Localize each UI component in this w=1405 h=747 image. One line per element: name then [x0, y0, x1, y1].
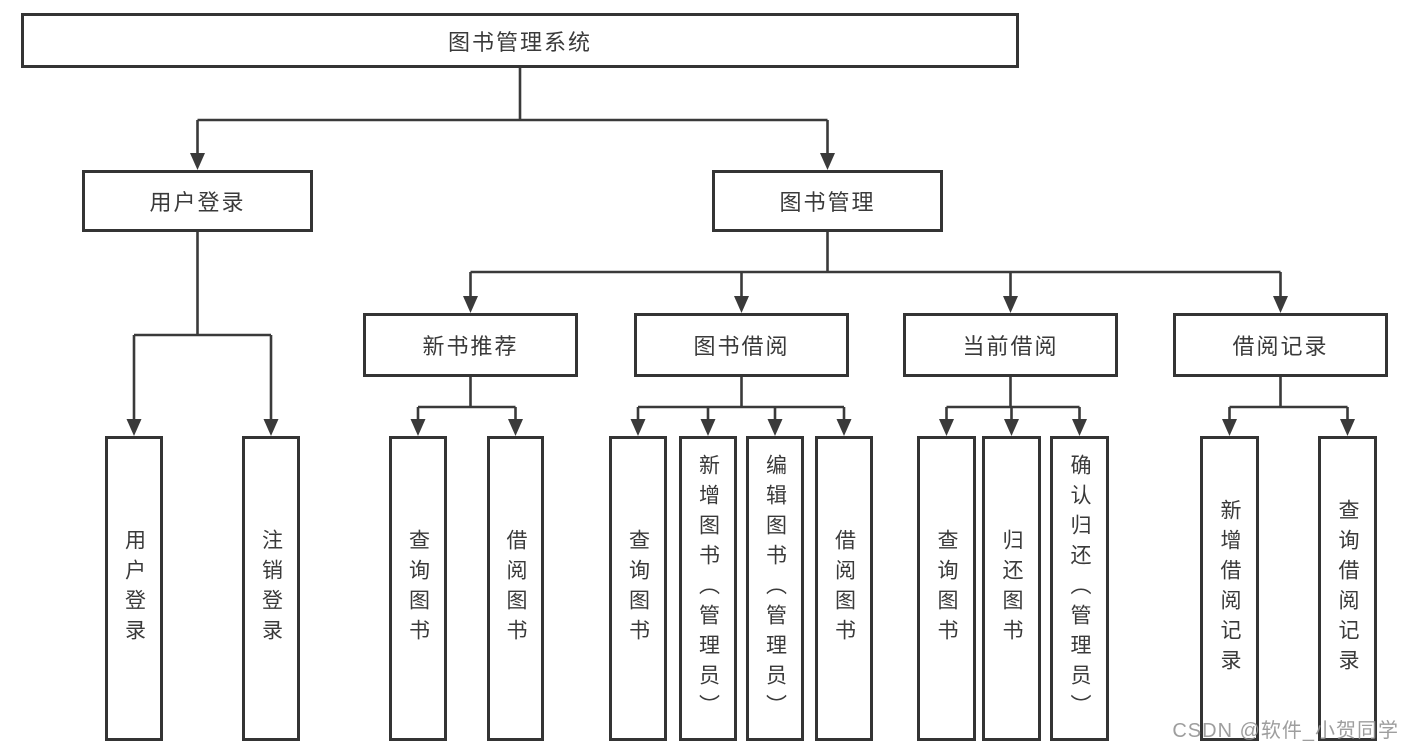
leaf-query-books-recommend: 查询图书 [389, 436, 447, 741]
node-new-book-recommend: 新书推荐 [363, 313, 578, 377]
node-book-management: 图书管理 [712, 170, 943, 232]
leaf-query-borrow-record: 查询借阅记录 [1318, 436, 1377, 741]
leaf-logout: 注销登录 [242, 436, 300, 741]
node-borrow-records: 借阅记录 [1173, 313, 1388, 377]
node-current-borrow: 当前借阅 [903, 313, 1118, 377]
leaf-user-login: 用户登录 [105, 436, 163, 741]
leaf-add-books-admin: 新增图书（管理员） [679, 436, 737, 741]
leaf-borrow-books: 借阅图书 [815, 436, 873, 741]
leaf-confirm-return-admin: 确认归还（管理员） [1050, 436, 1109, 741]
leaf-edit-books-admin: 编辑图书（管理员） [746, 436, 804, 741]
leaf-return-books: 归还图书 [982, 436, 1041, 741]
node-user-login: 用户登录 [82, 170, 313, 232]
leaf-add-borrow-record: 新增借阅记录 [1200, 436, 1259, 741]
leaf-query-books-current: 查询图书 [917, 436, 976, 741]
leaf-borrow-books-recommend: 借阅图书 [487, 436, 544, 741]
node-book-borrow: 图书借阅 [634, 313, 849, 377]
csdn-watermark: CSDN @软件_小贺同学 [1172, 720, 1399, 742]
node-library-management-system: 图书管理系统 [21, 13, 1019, 68]
leaf-query-books-borrow: 查询图书 [609, 436, 667, 741]
